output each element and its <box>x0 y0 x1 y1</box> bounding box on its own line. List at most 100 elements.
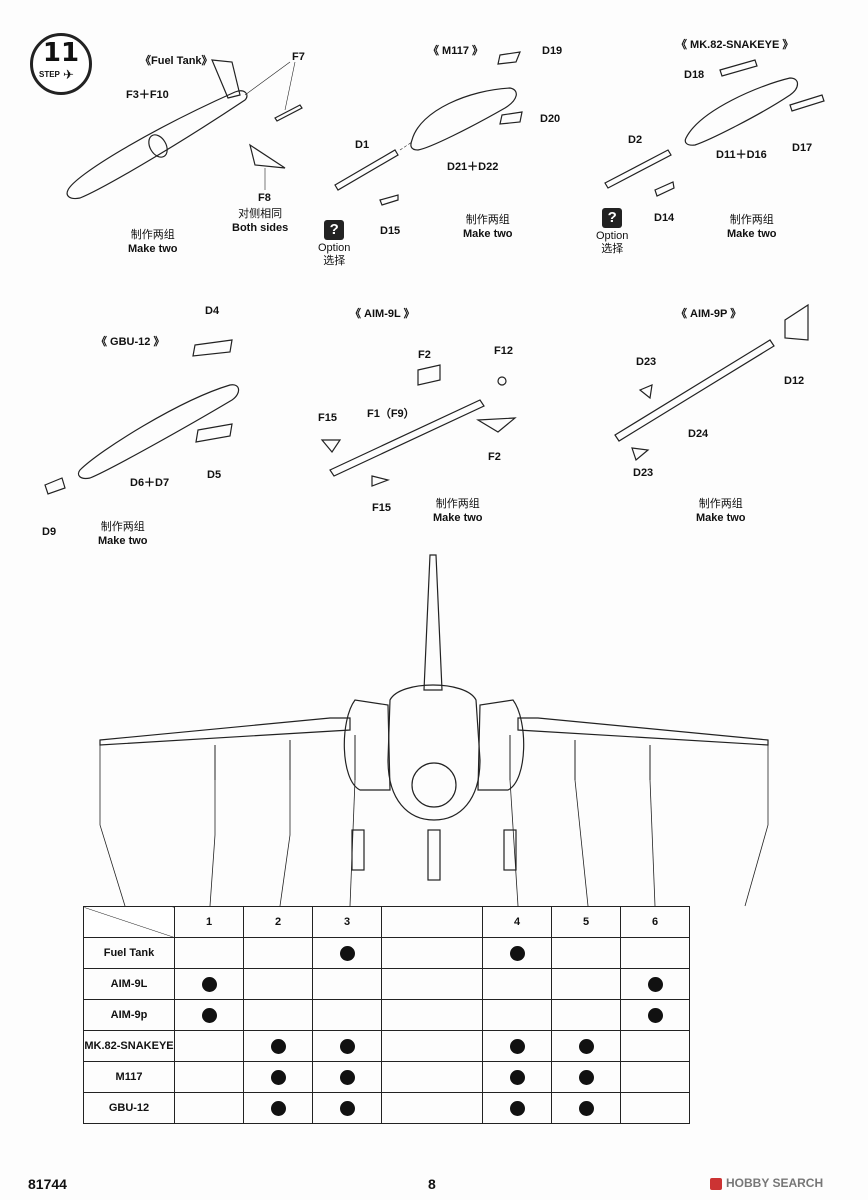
part-label: F8 <box>258 192 271 204</box>
station-cell <box>551 1092 621 1124</box>
station-cell <box>620 999 690 1031</box>
part-label: D17 <box>792 142 813 154</box>
station-cell <box>381 1061 483 1093</box>
aim9l-drawing <box>320 364 517 487</box>
table-header-row: 1 2 3 4 5 6 <box>83 906 690 938</box>
hobby-search-logo-icon <box>710 1177 722 1190</box>
part-label: F2 <box>418 349 431 361</box>
station-cell <box>312 1092 382 1124</box>
part-label: F2 <box>488 451 501 463</box>
m117-make-two: 制作两组 Make two <box>463 213 513 240</box>
station-cell <box>551 999 621 1031</box>
gbu12-drawing <box>44 339 240 495</box>
table-row: AIM-9p <box>83 999 690 1031</box>
table-corner-cell <box>83 906 175 938</box>
m117-drawing <box>334 51 523 206</box>
weapon-name-cell: MK.82-SNAKEYE <box>83 1030 175 1062</box>
loadout-dot-icon <box>270 1100 286 1116</box>
part-label: F7 <box>292 51 305 63</box>
kit-number: 81744 <box>28 1176 67 1192</box>
part-label: F3＋F10 <box>126 89 169 101</box>
part-label: F15 <box>318 412 337 424</box>
station-cell <box>174 1092 244 1124</box>
station-cell <box>174 1061 244 1093</box>
aim9p-title: 《 AIM-9P 》 <box>676 308 742 320</box>
part-label: D20 <box>540 113 561 125</box>
station-cell <box>243 968 313 1000</box>
station-cell <box>381 999 483 1031</box>
station-cell <box>174 999 244 1031</box>
station-cell <box>381 1092 483 1124</box>
aim9l-make-two: 制作两组 Make two <box>433 497 483 524</box>
part-label: D18 <box>684 69 705 81</box>
station-cell <box>243 937 313 969</box>
loadout-dot-icon <box>509 945 525 961</box>
m117-title: 《 M117 》 <box>428 45 484 57</box>
loadout-dot-icon <box>647 1007 663 1023</box>
aim9p-make-two: 制作两组 Make two <box>696 497 746 524</box>
station-cell <box>381 1030 483 1062</box>
loadout-dot-icon <box>339 1038 355 1054</box>
loadout-dot-icon <box>339 1069 355 1085</box>
weapon-name-cell: Fuel Tank <box>83 937 175 969</box>
part-label: D21＋D22 <box>447 161 499 173</box>
loadout-dot-icon <box>578 1069 594 1085</box>
station-cell <box>620 1061 690 1093</box>
station-cell <box>174 937 244 969</box>
loadout-dot-icon <box>509 1100 525 1116</box>
station-cell <box>551 1030 621 1062</box>
loadout-dot-icon <box>578 1038 594 1054</box>
loadout-dot-icon <box>339 945 355 961</box>
part-label: D14 <box>654 212 675 224</box>
station-cell <box>243 1061 313 1093</box>
part-label: F12 <box>494 345 513 357</box>
station-cell <box>482 1030 552 1062</box>
station-cell <box>312 999 382 1031</box>
fuel-tank-make-two: 制作两组 Make two <box>128 228 178 255</box>
aim9l-title: 《 AIM-9L 》 <box>350 308 415 320</box>
m117-option: ? Option 选择 <box>318 220 351 268</box>
station-cell <box>482 999 552 1031</box>
station-cell <box>551 1061 621 1093</box>
part-label: D2 <box>628 134 643 146</box>
weapon-name-cell: GBU-12 <box>83 1092 175 1124</box>
table-row: AIM-9L <box>83 968 690 1000</box>
step-label: STEP <box>39 70 60 79</box>
station-cell <box>312 937 382 969</box>
loadout-dot-icon <box>509 1069 525 1085</box>
part-label: D23 <box>633 467 654 479</box>
weapon-name-cell: AIM-9L <box>83 968 175 1000</box>
station-header: 3 <box>312 906 382 938</box>
gbu12-title: 《 GBU-12 》 <box>96 336 165 348</box>
question-icon: ? <box>324 220 345 240</box>
part-label: D15 <box>380 225 401 237</box>
part-label: F15 <box>372 502 391 514</box>
part-label: D5 <box>207 469 222 481</box>
station-cell <box>482 1061 552 1093</box>
jet-icon: ✈ <box>63 67 74 82</box>
loadout-dot-icon <box>201 976 217 992</box>
loadout-dot-icon <box>270 1069 286 1085</box>
part-label: D19 <box>542 45 563 57</box>
loadout-dot-icon <box>270 1038 286 1054</box>
station-cell <box>243 999 313 1031</box>
station-cell <box>312 968 382 1000</box>
station-cell <box>620 937 690 969</box>
station-cell <box>482 937 552 969</box>
station-cell <box>551 937 621 969</box>
loadout-dot-icon <box>509 1038 525 1054</box>
station-header: 2 <box>243 906 313 938</box>
weapon-name-cell: AIM-9p <box>83 999 175 1031</box>
part-label: D23 <box>636 356 657 368</box>
aircraft-front-view <box>99 554 769 907</box>
station-cell <box>243 1030 313 1062</box>
table-row: GBU-12 <box>83 1092 690 1124</box>
station-cell <box>381 937 483 969</box>
fuel-tank-title: 《Fuel Tank》 <box>140 55 213 67</box>
part-label: D1 <box>355 139 370 151</box>
station-cell <box>482 1092 552 1124</box>
station-cell <box>174 968 244 1000</box>
